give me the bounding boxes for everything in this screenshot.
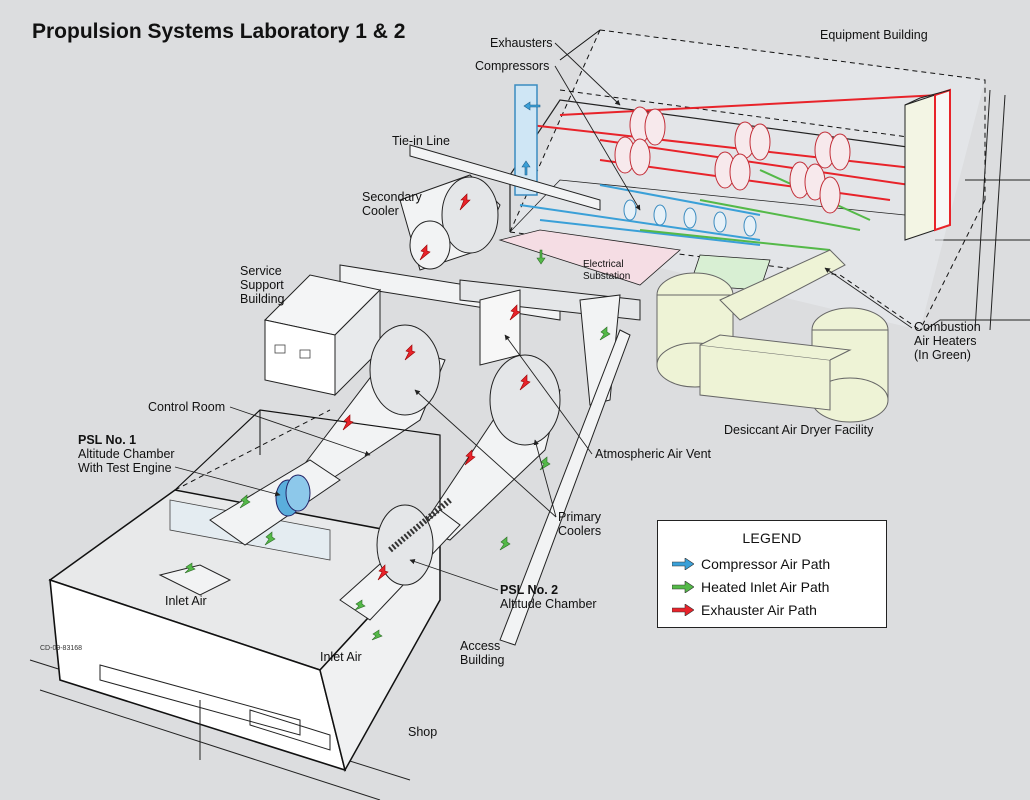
label-service-support-2: Support: [240, 278, 284, 292]
label-control-room: Control Room: [148, 400, 225, 414]
label-primary-coolers-1: Primary: [558, 510, 602, 524]
label-shop: Shop: [408, 725, 437, 739]
arrow-icon: [672, 558, 694, 570]
primary-coolers: [299, 289, 631, 646]
label-atmospheric-air-vent: Atmospheric Air Vent: [595, 447, 712, 461]
label-electrical-substation-2: Substation: [583, 271, 630, 282]
label-equipment-building: Equipment Building: [820, 28, 928, 42]
label-service-support-3: Building: [240, 292, 285, 306]
legend-label: Heated Inlet Air Path: [701, 579, 830, 595]
label-secondary-cooler-1: Secondary: [362, 190, 423, 204]
tie-in-line: [409, 144, 601, 211]
label-compressors: Compressors: [475, 59, 549, 73]
arrow-icon: [672, 604, 694, 616]
exhaust-stack: [904, 88, 951, 241]
label-exhausters: Exhausters: [490, 36, 553, 50]
legend-item-heated-inlet: Heated Inlet Air Path: [672, 577, 829, 597]
test-chambers: [158, 459, 461, 621]
label-combustion-2: Air Heaters: [914, 334, 977, 348]
label-primary-coolers-2: Coolers: [558, 524, 601, 538]
legend-title: LEGEND: [742, 530, 802, 546]
label-psl1-1: PSL No. 1: [78, 433, 136, 447]
label-service-support-1: Service: [240, 264, 282, 278]
label-psl2-1: PSL No. 2: [500, 583, 558, 597]
label-electrical-substation-1: Electrical: [583, 259, 624, 270]
legend: LEGEND Compressor Air Path Heated Inlet …: [657, 520, 887, 628]
psl-buildings: [48, 409, 442, 773]
label-psl1-3: With Test Engine: [78, 461, 172, 475]
drawing-number: CD-09-83168: [40, 645, 82, 652]
label-tie-in-line: Tie-in Line: [392, 134, 450, 148]
label-combustion-3: (In Green): [914, 348, 971, 362]
label-inlet-air-2: Inlet Air: [320, 650, 362, 664]
label-combustion-1: Combustion: [914, 320, 981, 334]
machinery: [514, 84, 941, 251]
label-desiccant-air-dryer: Desiccant Air Dryer Facility: [724, 423, 874, 437]
legend-label: Compressor Air Path: [701, 556, 831, 572]
label-inlet-air-1: Inlet Air: [165, 594, 207, 608]
legend-label: Exhauster Air Path: [701, 602, 817, 618]
legend-item-exhauster: Exhauster Air Path: [672, 600, 817, 620]
electrical-substation: [498, 229, 771, 291]
label-secondary-cooler-2: Cooler: [362, 204, 399, 218]
page-title: Propulsion Systems Laboratory 1 & 2: [32, 20, 405, 43]
desiccant-air-dryer: [656, 249, 889, 423]
labels: Equipment Building Exhausters Compressor…: [40, 28, 981, 739]
label-psl2-2: Altitude Chamber: [500, 597, 597, 611]
legend-item-compressor: Compressor Air Path: [672, 554, 830, 574]
flow-arrows: [184, 101, 611, 641]
service-support-building: [263, 274, 382, 397]
label-access-building-1: Access: [460, 639, 500, 653]
label-psl1-2: Altitude Chamber: [78, 447, 175, 461]
arrow-icon: [672, 581, 694, 593]
label-access-building-2: Building: [460, 653, 505, 667]
